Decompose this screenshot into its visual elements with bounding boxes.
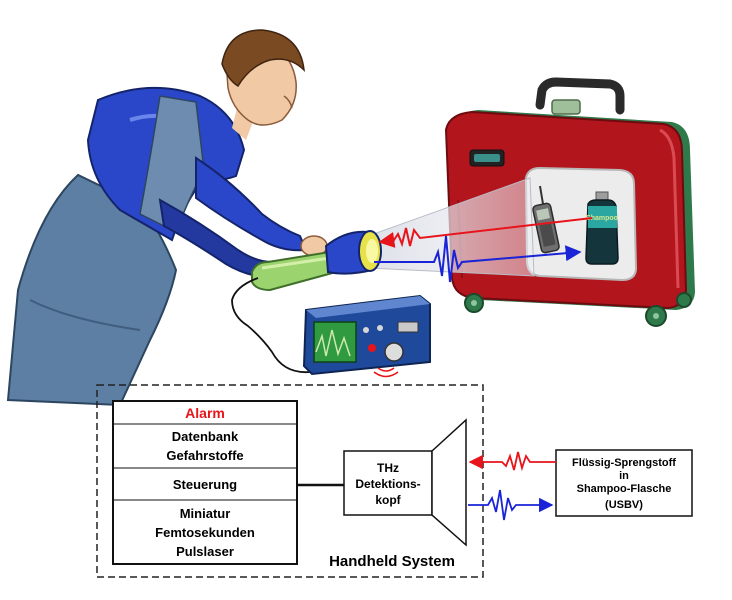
handheld-system-boundary	[96, 384, 484, 578]
target-label-line3: Shampoo-Flasche	[577, 483, 672, 495]
horn-antenna-icon	[431, 418, 467, 547]
alarm-label: Alarm	[185, 405, 225, 421]
emitted-wave-bottom	[468, 489, 554, 521]
detector-head-box: THz Detektions- kopf	[343, 450, 433, 516]
shampoo-label: Shampoo	[586, 215, 618, 222]
shampoo-bottle-icon: Shampoo	[585, 191, 619, 265]
cable	[231, 277, 311, 374]
database-label-line2: Gefahrstoffe	[166, 448, 243, 463]
database-label-line1: Datenbank	[172, 429, 239, 444]
laser-label-line1: Miniatur	[180, 506, 231, 521]
control-label: Steuerung	[173, 477, 237, 492]
target-label-line4: (USBV)	[605, 499, 643, 511]
system-components-box: Alarm Datenbank Gefahrstoffe Steuerung M…	[112, 400, 298, 565]
reflected-wave-bottom	[468, 451, 556, 472]
worker-illustration	[6, 29, 328, 407]
target-label-line2: in	[619, 470, 629, 482]
detector-label-line3: kopf	[375, 493, 401, 507]
handheld-system-caption: Handheld System	[329, 553, 455, 570]
laser-label-line2: Femtosekunden	[155, 525, 255, 540]
control-instrument-icon	[302, 294, 431, 378]
mobile-phone-icon	[532, 185, 560, 254]
target-label-line1: Flüssig-Sprengstoff	[572, 457, 676, 469]
reflected-wave-top	[378, 217, 593, 248]
emitted-wave-top	[374, 235, 582, 283]
target-box: Flüssig-Sprengstoff in Shampoo-Flasche (…	[555, 449, 693, 517]
laser-label-line3: Pulslaser	[176, 544, 234, 559]
detector-label-line1: THz	[377, 461, 399, 475]
detector-label-line2: Detektions-	[355, 477, 420, 491]
